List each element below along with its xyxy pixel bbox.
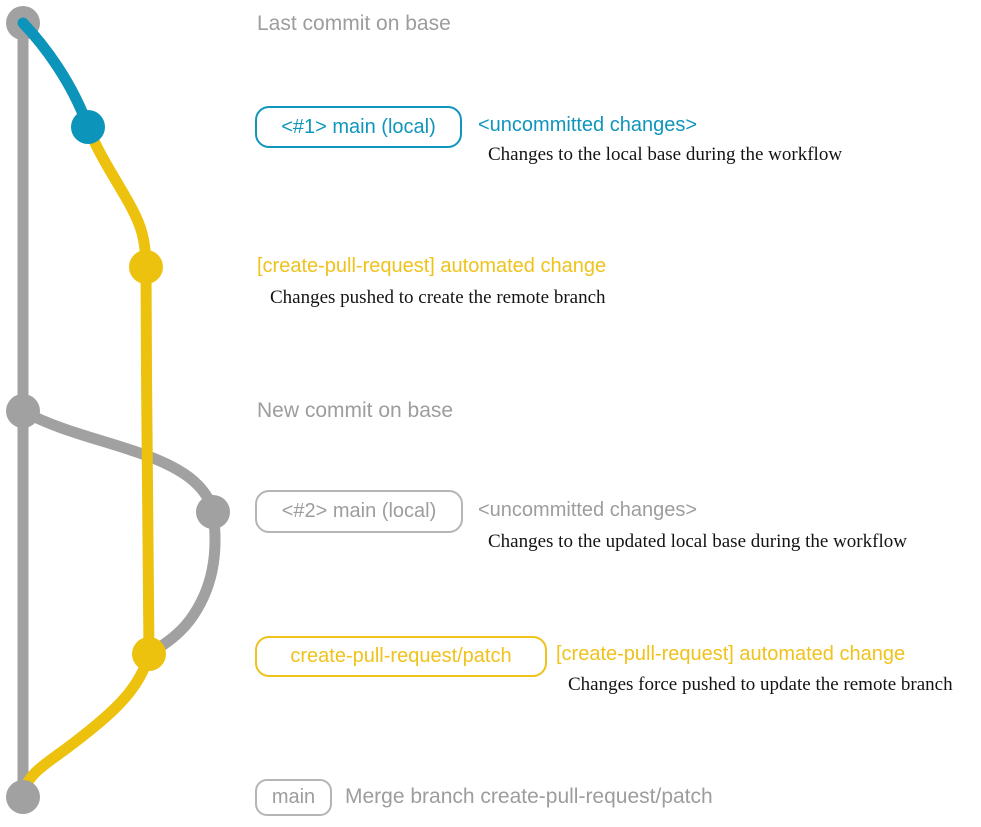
local-main-2-commit-node <box>196 495 230 529</box>
pr-commit-2-title: [create-pull-request] automated change <box>556 643 906 665</box>
pr-branch-line <box>140 261 155 660</box>
uncommitted-changes-2-caption: Changes to the updated local base during… <box>488 531 907 552</box>
merge-commit-node <box>6 780 40 814</box>
branch-badge-create-pull-request-patch: create-pull-request/patch <box>255 636 547 677</box>
branch-badge-main-local-1: <#1> main (local) <box>255 106 462 148</box>
uncommitted-changes-2-label: <uncommitted changes> <box>478 499 698 521</box>
pr-commit-1-title: [create-pull-request] automated change <box>257 255 607 277</box>
merge-curve <box>18 648 155 797</box>
local-main-1-commit-node <box>71 110 105 144</box>
pr-commit-1-node <box>129 250 163 284</box>
local-main-1-branch-curve <box>17 17 94 133</box>
branch-badge-main-local-2: <#2> main (local) <box>255 490 463 533</box>
branch-badge-main: main <box>255 779 332 816</box>
local-main-2-reset-curve <box>145 506 221 659</box>
uncommitted-changes-1-label: <uncommitted changes> <box>478 114 698 136</box>
base-update-curve <box>17 405 219 518</box>
last-commit-label: Last commit on base <box>257 12 451 35</box>
pr-commit-2-caption: Changes force pushed to update the remot… <box>568 674 953 695</box>
pr-branch-curve <box>82 121 152 273</box>
pr-commit-1-caption: Changes pushed to create the remote bran… <box>270 287 606 308</box>
new-commit-label: New commit on base <box>257 399 454 422</box>
pr-commit-2-node <box>132 637 166 671</box>
uncommitted-changes-1-caption: Changes to the local base during the wor… <box>488 144 843 165</box>
merge-commit-label: Merge branch create-pull-request/patch <box>345 785 713 808</box>
new-base-commit-node <box>6 394 40 428</box>
